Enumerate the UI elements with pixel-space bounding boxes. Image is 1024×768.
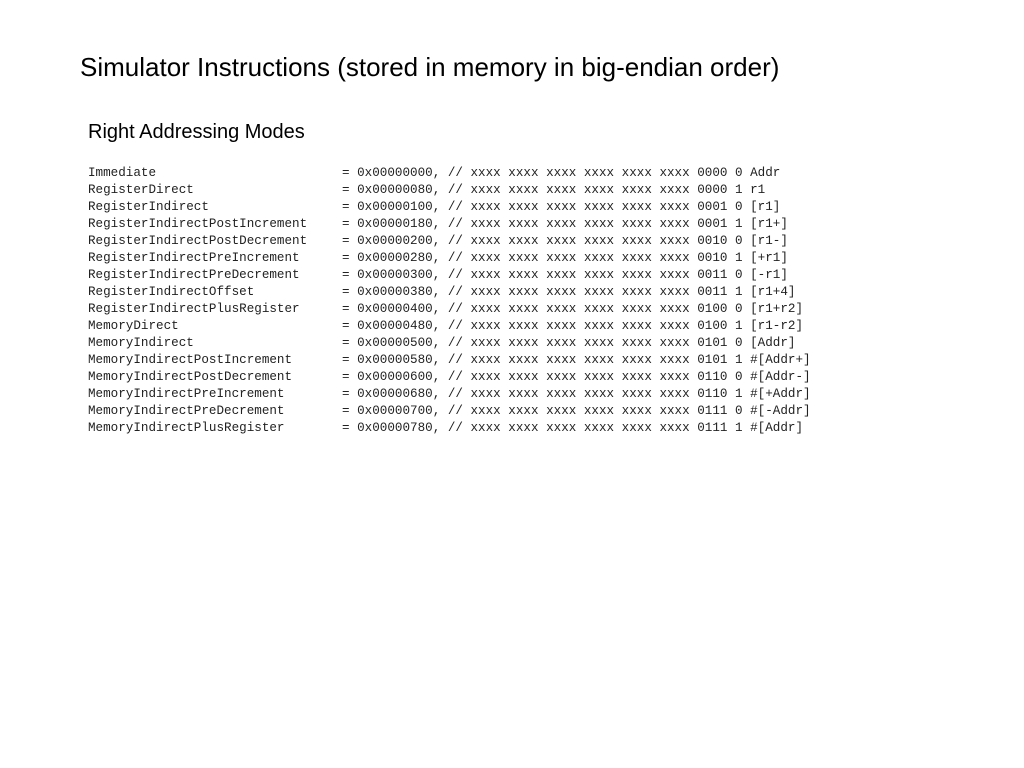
mode-name: MemoryDirect: [88, 319, 179, 333]
mode-name: RegisterIndirectPostDecrement: [88, 234, 308, 248]
mode-comment: // xxxx xxxx xxxx xxxx xxxx xxxx 0110 0 …: [447, 370, 811, 384]
mode-name: RegisterIndirectPlusRegister: [88, 302, 300, 316]
mode-comment: // xxxx xxxx xxxx xxxx xxxx xxxx 0111 1 …: [447, 421, 804, 435]
code-line: Immediate= 0x00000000, // xxxx xxxx xxxx…: [88, 166, 781, 180]
code-line: RegisterIndirectPreDecrement= 0x00000300…: [88, 268, 788, 282]
mode-comment: // xxxx xxxx xxxx xxxx xxxx xxxx 0001 0 …: [447, 200, 781, 214]
mode-value: 0x00000400,: [357, 302, 441, 316]
mode-value: 0x00000380,: [357, 285, 441, 299]
mode-name: MemoryIndirectPlusRegister: [88, 421, 285, 435]
mode-comment: // xxxx xxxx xxxx xxxx xxxx xxxx 0010 0 …: [447, 234, 788, 248]
code-line: RegisterIndirectPostDecrement= 0x0000020…: [88, 234, 788, 248]
mode-value: 0x00000480,: [357, 319, 441, 333]
mode-name: MemoryIndirectPostDecrement: [88, 370, 293, 384]
code-line: MemoryDirect= 0x00000480, // xxxx xxxx x…: [88, 319, 804, 333]
code-line: MemoryIndirectPostIncrement= 0x00000580,…: [88, 353, 811, 367]
mode-value: 0x00000580,: [357, 353, 441, 367]
mode-value: 0x00000500,: [357, 336, 441, 350]
mode-comment: // xxxx xxxx xxxx xxxx xxxx xxxx 0000 1 …: [447, 183, 766, 197]
mode-name: MemoryIndirectPreIncrement: [88, 387, 285, 401]
code-line: MemoryIndirectPreDecrement= 0x00000700, …: [88, 404, 811, 418]
addressing-modes-code-block: Immediate= 0x00000000, // xxxx xxxx xxxx…: [88, 165, 811, 437]
mode-comment: // xxxx xxxx xxxx xxxx xxxx xxxx 0101 0 …: [447, 336, 796, 350]
mode-value: 0x00000200,: [357, 234, 441, 248]
mode-name: RegisterIndirectPreIncrement: [88, 251, 300, 265]
code-line: RegisterIndirectPlusRegister= 0x00000400…: [88, 302, 804, 316]
mode-value: 0x00000000,: [357, 166, 441, 180]
code-line: RegisterIndirectOffset= 0x00000380, // x…: [88, 285, 796, 299]
mode-comment: // xxxx xxxx xxxx xxxx xxxx xxxx 0111 0 …: [447, 404, 811, 418]
code-line: MemoryIndirectPreIncrement= 0x00000680, …: [88, 387, 811, 401]
mode-value: 0x00000300,: [357, 268, 441, 282]
mode-name: MemoryIndirect: [88, 336, 194, 350]
mode-comment: // xxxx xxxx xxxx xxxx xxxx xxxx 0100 1 …: [447, 319, 804, 333]
code-line: RegisterIndirect= 0x00000100, // xxxx xx…: [88, 200, 781, 214]
mode-comment: // xxxx xxxx xxxx xxxx xxxx xxxx 0000 0 …: [447, 166, 781, 180]
mode-comment: // xxxx xxxx xxxx xxxx xxxx xxxx 0100 0 …: [447, 302, 804, 316]
mode-name: RegisterIndirect: [88, 200, 209, 214]
mode-name: MemoryIndirectPreDecrement: [88, 404, 285, 418]
code-line: RegisterIndirectPostIncrement= 0x0000018…: [88, 217, 788, 231]
mode-value: 0x00000600,: [357, 370, 441, 384]
code-line: MemoryIndirectPlusRegister= 0x00000780, …: [88, 421, 804, 435]
slide-title: Simulator Instructions (stored in memory…: [80, 52, 780, 82]
code-line: MemoryIndirectPostDecrement= 0x00000600,…: [88, 370, 811, 384]
mode-value: 0x00000780,: [357, 421, 441, 435]
mode-name: RegisterDirect: [88, 183, 194, 197]
mode-name: Immediate: [88, 166, 157, 180]
mode-comment: // xxxx xxxx xxxx xxxx xxxx xxxx 0001 1 …: [447, 217, 788, 231]
code-line: RegisterIndirectPreIncrement= 0x00000280…: [88, 251, 788, 265]
mode-comment: // xxxx xxxx xxxx xxxx xxxx xxxx 0010 1 …: [447, 251, 788, 265]
mode-name: RegisterIndirectOffset: [88, 285, 255, 299]
mode-value: 0x00000180,: [357, 217, 441, 231]
mode-value: 0x00000280,: [357, 251, 441, 265]
code-line: MemoryIndirect= 0x00000500, // xxxx xxxx…: [88, 336, 796, 350]
mode-comment: // xxxx xxxx xxxx xxxx xxxx xxxx 0101 1 …: [447, 353, 811, 367]
mode-value: 0x00000700,: [357, 404, 441, 418]
mode-name: MemoryIndirectPostIncrement: [88, 353, 293, 367]
code-line: RegisterDirect= 0x00000080, // xxxx xxxx…: [88, 183, 766, 197]
mode-value: 0x00000100,: [357, 200, 441, 214]
mode-comment: // xxxx xxxx xxxx xxxx xxxx xxxx 0011 0 …: [447, 268, 788, 282]
mode-name: RegisterIndirectPostIncrement: [88, 217, 308, 231]
section-heading: Right Addressing Modes: [88, 121, 305, 143]
mode-comment: // xxxx xxxx xxxx xxxx xxxx xxxx 0110 1 …: [447, 387, 811, 401]
mode-comment: // xxxx xxxx xxxx xxxx xxxx xxxx 0011 1 …: [447, 285, 796, 299]
mode-name: RegisterIndirectPreDecrement: [88, 268, 300, 282]
mode-value: 0x00000680,: [357, 387, 441, 401]
mode-value: 0x00000080,: [357, 183, 441, 197]
